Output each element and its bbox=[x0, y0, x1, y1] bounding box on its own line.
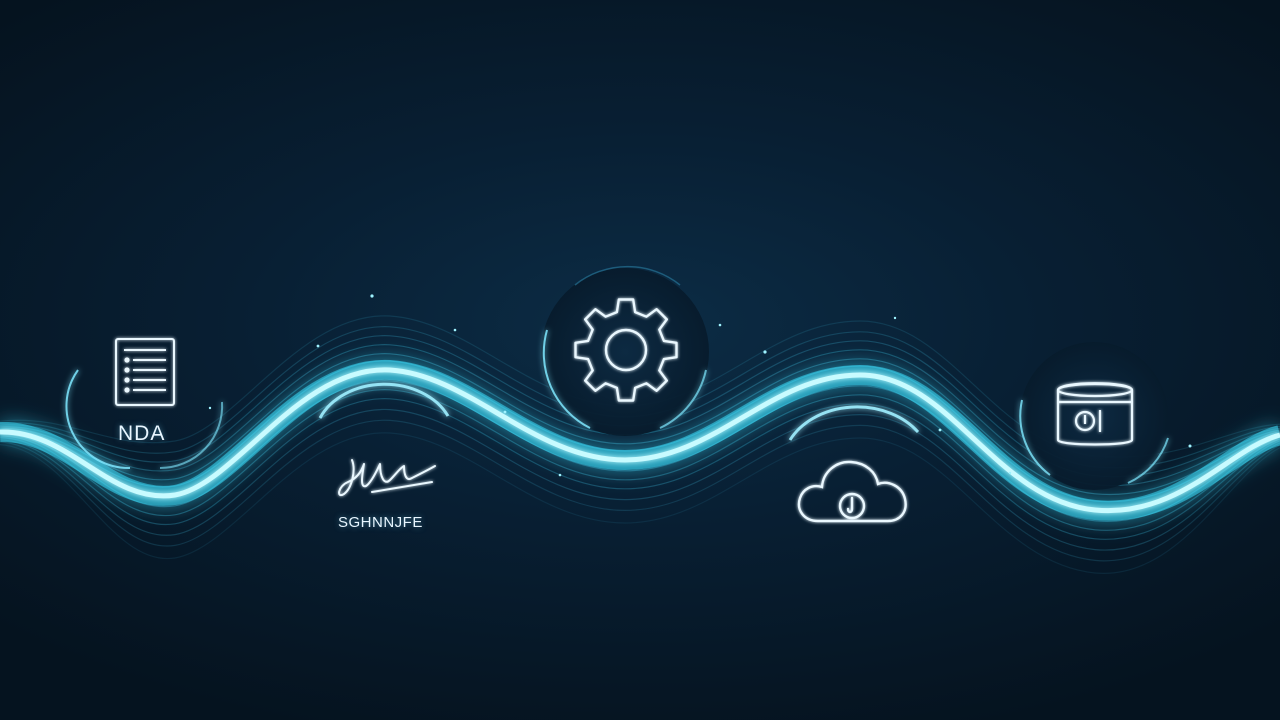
node-nda bbox=[65, 369, 224, 470]
document-icon bbox=[115, 338, 175, 406]
nda-label: NDA bbox=[118, 422, 166, 445]
node-signature-arc bbox=[318, 382, 450, 419]
node-cloud-arc bbox=[788, 405, 920, 441]
flow-line bbox=[0, 408, 1280, 551]
flow-line bbox=[0, 419, 1280, 562]
flow-line bbox=[0, 380, 1280, 522]
signature-label: SGHNNJFE bbox=[338, 514, 423, 531]
signature-icon bbox=[338, 459, 436, 497]
flow-line bbox=[0, 432, 1280, 574]
main-wave-core bbox=[0, 367, 1280, 514]
gear-icon bbox=[574, 298, 678, 402]
flow-line bbox=[0, 398, 1280, 540]
database-icon bbox=[1056, 382, 1134, 446]
node-storage bbox=[1019, 342, 1169, 490]
flow-line bbox=[0, 389, 1280, 531]
cloud-icon bbox=[797, 460, 907, 523]
sparkles bbox=[208, 294, 1192, 477]
node-settings bbox=[541, 265, 709, 436]
flow-line bbox=[0, 353, 1280, 496]
